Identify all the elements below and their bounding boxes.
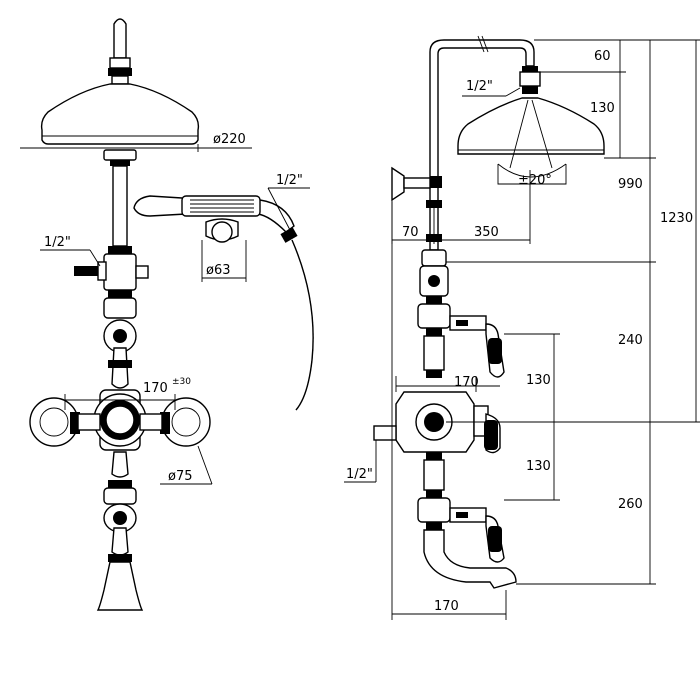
bracket-arm xyxy=(403,177,431,189)
handshower-holder-disc xyxy=(211,221,233,243)
inlet-stub-side xyxy=(373,425,397,441)
lower-handle-grip xyxy=(488,526,502,552)
diverter-side-port xyxy=(135,265,149,279)
shower-head-side xyxy=(457,97,605,155)
thermostat-dial-face xyxy=(105,405,135,435)
inlet-thread-label-front: 1/2" xyxy=(44,235,71,250)
arm-drop-label: 60 xyxy=(594,49,611,64)
valve-centres-label: 170 xyxy=(143,381,168,396)
spout-projection-label: 170 xyxy=(434,599,459,614)
head-connector-nut xyxy=(110,160,130,166)
holder-diameter-label: ø63 xyxy=(206,263,231,278)
right-arm-nut xyxy=(160,412,170,434)
finial-nut xyxy=(108,68,132,76)
lower-handle-spacing-label: 130 xyxy=(526,459,551,474)
head-height-label: 130 xyxy=(590,101,615,116)
spout-nut xyxy=(108,554,132,562)
side-diverter-top xyxy=(421,249,447,267)
side-view: 1/2" ±20° xyxy=(344,35,700,620)
upper-handle-collar xyxy=(456,320,468,326)
shower-head-rose xyxy=(40,83,200,145)
upper-flow-valve-centre xyxy=(113,329,127,343)
thermostat-side-core xyxy=(424,412,444,432)
upper-handle-spacing-label: 130 xyxy=(526,373,551,388)
valve-centres-tolerance: ±30 xyxy=(172,377,191,387)
shower-hose xyxy=(291,239,314,411)
valve-to-spout-label: 260 xyxy=(618,497,643,512)
inlet-stub xyxy=(97,261,107,281)
handshower-inlet-elbow xyxy=(74,266,100,276)
handshower-grip xyxy=(181,195,261,217)
riser-pipe xyxy=(112,165,128,247)
wall-bracket xyxy=(391,166,405,202)
diverter-nut-top xyxy=(108,246,132,254)
left-arm-nut xyxy=(70,412,80,434)
bracket-offset-label: 70 xyxy=(402,225,419,240)
upper-handle-grip xyxy=(488,338,502,364)
side-body-upper xyxy=(423,335,445,371)
valve-body-nut xyxy=(108,360,132,368)
lower-valve-collar xyxy=(103,487,137,505)
head-tilt-label: ±20° xyxy=(518,173,552,188)
lower-lever-handle xyxy=(111,527,129,556)
finial-neck xyxy=(111,75,129,85)
lower-side-valve xyxy=(417,497,451,523)
shower-head-finial xyxy=(113,18,127,59)
bath-spout-front xyxy=(96,561,144,611)
side-body-lower xyxy=(423,459,445,491)
head-connector xyxy=(103,149,137,161)
lower-handle-collar xyxy=(456,512,468,518)
bath-spout-side xyxy=(423,529,517,589)
side-nut-3 xyxy=(426,296,442,304)
finial-collar xyxy=(109,57,131,69)
right-arm xyxy=(139,413,163,431)
lower-nut-a xyxy=(108,480,132,488)
front-view: ø220 1/2" xyxy=(20,18,314,611)
overall-to-arm-label: 990 xyxy=(618,177,643,192)
head-diameter-label: ø220 xyxy=(213,132,246,147)
plate-diameter-label: ø75 xyxy=(168,469,193,484)
head-side-nut xyxy=(522,66,538,72)
lower-lever-handle-top xyxy=(111,451,129,478)
side-nut-5 xyxy=(426,370,442,378)
upper-side-valve xyxy=(417,303,451,329)
wall-projection-label: 170 xyxy=(454,375,479,390)
side-diverter-port xyxy=(428,275,440,287)
riser-to-valve-label: 240 xyxy=(618,333,643,348)
head-swivel xyxy=(519,71,541,87)
arm-projection-label: 350 xyxy=(474,225,499,240)
diverter-body xyxy=(103,253,137,291)
bracket-clamp xyxy=(430,176,442,188)
head-swivel-nut xyxy=(522,86,538,94)
riser-nut-lower xyxy=(108,290,132,298)
upper-valve-collar xyxy=(103,297,137,319)
hose-nut xyxy=(280,227,298,243)
overall-height-label: 1230 xyxy=(660,211,693,226)
side-nut-8 xyxy=(426,522,442,530)
handshower-thread-label: 1/2" xyxy=(276,173,303,188)
inlet-thread-label-side: 1/2" xyxy=(346,467,373,482)
left-arm xyxy=(77,413,101,431)
side-nut-4 xyxy=(426,328,442,336)
head-thread-label: 1/2" xyxy=(466,79,493,94)
side-nut-6 xyxy=(426,452,442,460)
thermostat-handle-grip xyxy=(484,420,498,450)
side-nut-7 xyxy=(426,490,442,498)
lower-flow-valve-centre xyxy=(113,511,127,525)
